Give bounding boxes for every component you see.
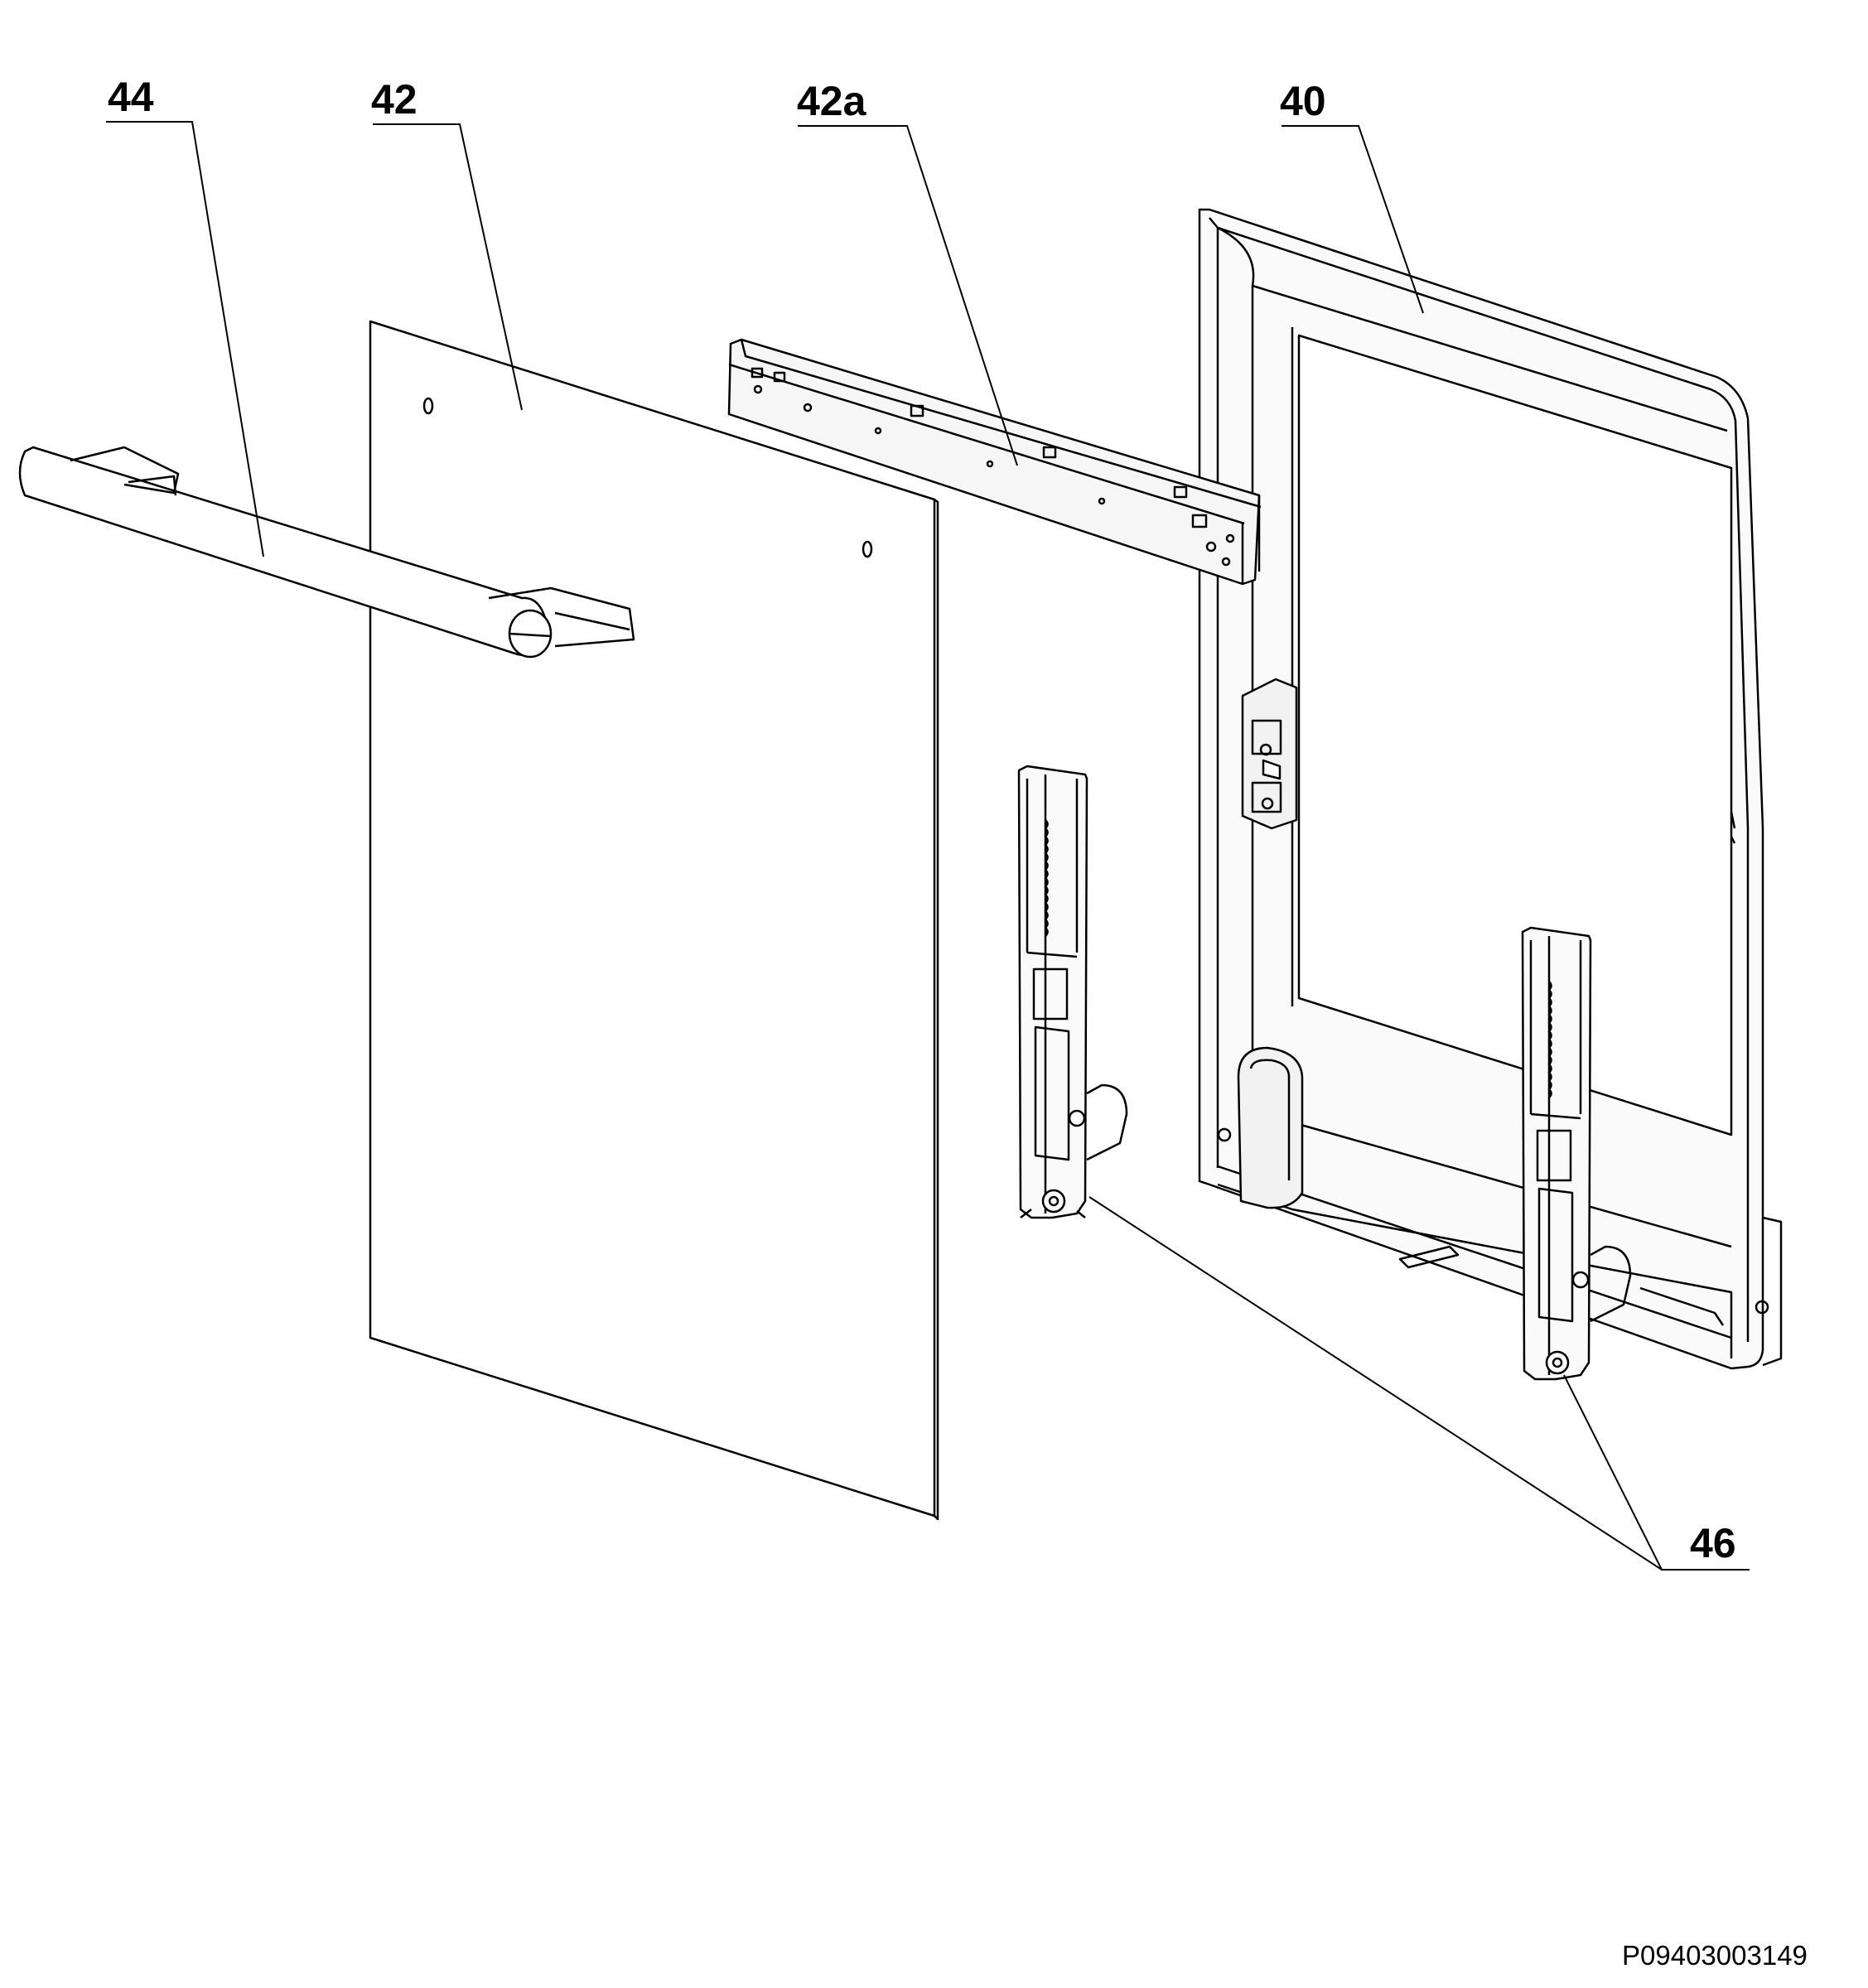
outer-glass-part (369, 320, 939, 1521)
handle-part (18, 446, 635, 659)
callout-40: 40 (1280, 78, 1326, 124)
leader-40 (1282, 125, 1424, 314)
callout-42a: 42a (797, 78, 866, 124)
glass-bracket-part (727, 338, 1262, 586)
callout-42: 42 (371, 76, 418, 123)
leader-42 (373, 123, 523, 411)
leader-42a (798, 125, 1018, 466)
hinge-left-part (1017, 765, 1128, 1219)
hinge-right-part (1521, 926, 1632, 1381)
document-code: P09403003149 (1622, 1940, 1808, 1971)
callout-44: 44 (108, 74, 154, 120)
leader-44 (106, 121, 264, 557)
leader-46 (1088, 1196, 1750, 1571)
door-frame-part (1198, 208, 1783, 1370)
callout-46: 46 (1690, 1520, 1736, 1566)
